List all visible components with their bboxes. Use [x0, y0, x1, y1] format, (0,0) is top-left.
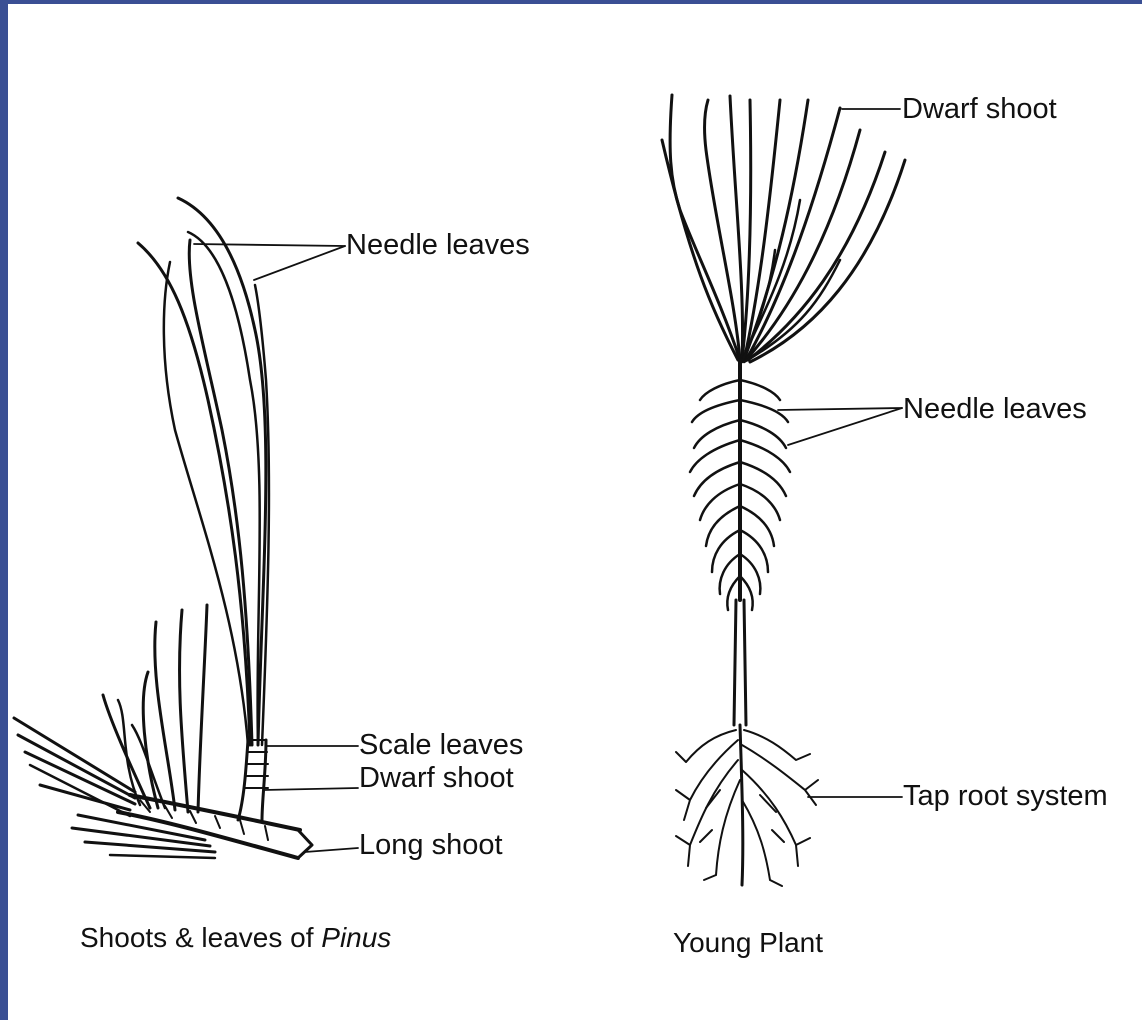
caption-left-prefix: Shoots & leaves of — [80, 922, 321, 953]
right-tap-root-system — [676, 725, 818, 886]
right-dwarf-shoots — [662, 95, 905, 362]
caption-right: Young Plant — [673, 929, 823, 957]
label-needle-leaves-right: Needle leaves — [903, 395, 1087, 424]
right-stem — [734, 600, 746, 725]
left-leader-lines — [194, 244, 358, 852]
caption-left-genus: Pinus — [321, 922, 391, 953]
label-dwarf-shoot-left: Dwarf shoot — [359, 764, 514, 793]
right-needle-leaves — [690, 360, 790, 610]
label-scale-leaves: Scale leaves — [359, 731, 523, 760]
label-long-shoot: Long shoot — [359, 831, 503, 860]
label-needle-leaves-left: Needle leaves — [346, 231, 530, 260]
caption-left: Shoots & leaves of Pinus — [80, 924, 391, 952]
label-tap-root-system: Tap root system — [903, 782, 1108, 811]
label-dwarf-shoot-right: Dwarf shoot — [902, 95, 1057, 124]
